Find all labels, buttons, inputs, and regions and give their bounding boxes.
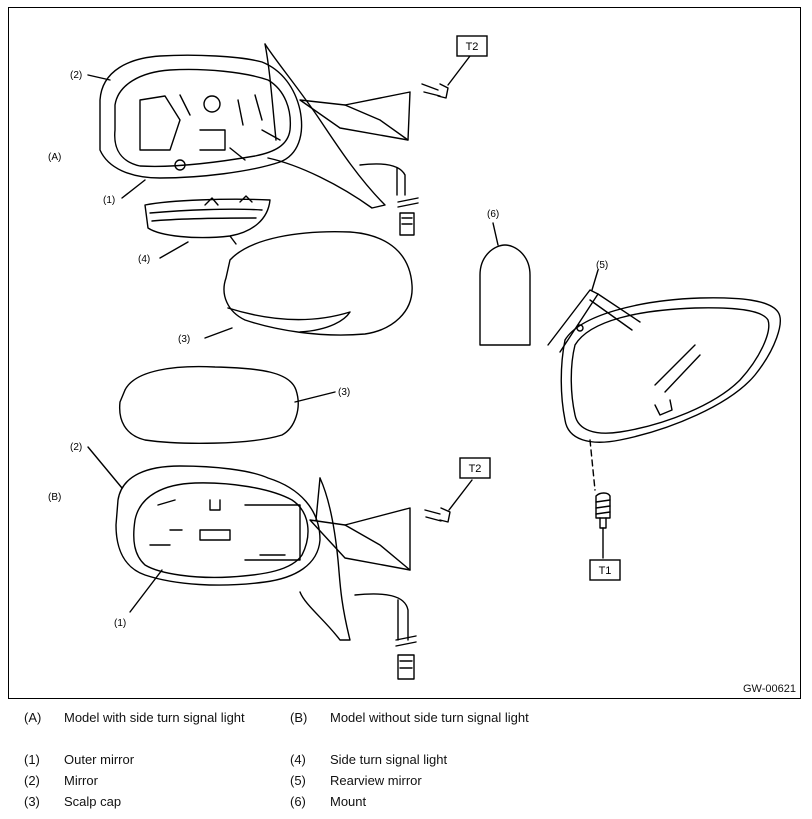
legend-code: (5): [290, 773, 306, 788]
torque-box-t2-a: T2: [456, 35, 488, 57]
legend-part-6: (6) Mount: [290, 794, 366, 809]
section-label-a: (A): [48, 152, 61, 163]
legend-text: Mount: [330, 794, 367, 809]
legend-part-3: (3) Scalp cap: [24, 794, 121, 809]
callout-4: (4): [138, 254, 150, 265]
legend-code: (3): [24, 794, 40, 809]
legend-text: Scalp cap: [64, 794, 122, 809]
torque-label-t1: T1: [599, 565, 612, 577]
callout-2-b: (2): [70, 442, 82, 453]
legend-code: (2): [24, 773, 40, 788]
diagram-frame: [8, 7, 801, 699]
legend-text: Rearview mirror: [330, 773, 422, 788]
legend-part-2: (2) Mirror: [24, 773, 98, 788]
mount: [479, 244, 531, 346]
legend-text: Side turn signal light: [330, 752, 448, 767]
torque-label-t2-b: T2: [469, 463, 482, 475]
callout-1-b: (1): [114, 618, 126, 629]
torque-label-t2-a: T2: [466, 41, 479, 53]
legend-text: Mirror: [64, 773, 98, 788]
legend-part-4: (4) Side turn signal light: [290, 752, 447, 767]
drawing-code: GW-00621: [743, 683, 796, 695]
outer-mirror-b: [87, 446, 473, 680]
callout-3-a: (3): [178, 334, 190, 345]
turn-signal-light: [144, 198, 271, 239]
scalp-cap-b: [118, 365, 336, 444]
legend-code: (A): [24, 710, 42, 725]
legend-code: (4): [290, 752, 306, 767]
torque-box-t2-b: T2: [459, 457, 491, 479]
outer-mirror-a: [87, 43, 471, 339]
callout-1-a: (1): [103, 195, 115, 206]
callout-6: (6): [487, 209, 499, 220]
legend-model-a: (A) Model with side turn signal light: [24, 710, 245, 725]
legend-code: (B): [290, 710, 308, 725]
legend-text: Model with side turn signal light: [64, 710, 245, 725]
legend-part-1: (1) Outer mirror: [24, 752, 134, 767]
scalp-cap-a: [223, 231, 413, 336]
callout-3-b: (3): [338, 387, 350, 398]
legend-model-b: (B) Model without side turn signal light: [290, 710, 529, 725]
torque-box-t1: T1: [589, 559, 621, 581]
legend-code: (1): [24, 752, 40, 767]
callout-5: (5): [596, 260, 608, 271]
rearview-mirror: [547, 269, 781, 559]
legend-text: Outer mirror: [64, 752, 135, 767]
legend-text: Model without side turn signal light: [330, 710, 529, 725]
legend-code: (6): [290, 794, 306, 809]
section-label-b: (B): [48, 492, 61, 503]
callout-2-a: (2): [70, 70, 82, 81]
legend-part-5: (5) Rearview mirror: [290, 773, 422, 788]
exploded-view-diagram: T2 T2 T1 (A) (B) (2) (1) (4) (3) (6) (5)…: [48, 35, 781, 680]
